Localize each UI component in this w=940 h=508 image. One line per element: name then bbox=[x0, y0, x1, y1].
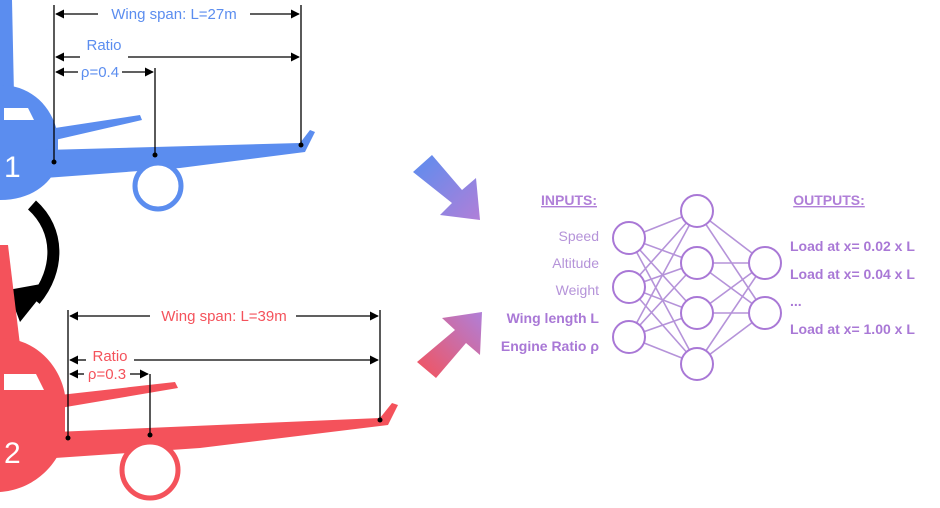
plane-2-engine bbox=[119, 439, 181, 501]
plane-1-to-2-arrowhead bbox=[8, 282, 52, 322]
output-node bbox=[748, 296, 782, 330]
plane-2-span-label: Wing span: L=39m bbox=[161, 308, 287, 325]
network-nodes bbox=[612, 194, 782, 381]
plane-1-silhouette bbox=[0, 0, 315, 200]
output-label-last: Load at x= 1.00 x L bbox=[790, 321, 915, 337]
network-edge bbox=[696, 262, 766, 365]
input-label-weight: Weight bbox=[556, 282, 599, 298]
blue-to-network-arrow bbox=[413, 155, 480, 220]
plane-1-cockpit-window bbox=[4, 108, 34, 120]
plane-1-rho-label: ρ=0.4 bbox=[81, 64, 119, 81]
hidden-node bbox=[680, 246, 714, 280]
plane-1-number: 1 bbox=[4, 151, 21, 184]
input-node bbox=[612, 270, 646, 304]
plane-2: 2 Wing span: L=39m Ratio ρ=0.3 bbox=[0, 245, 398, 501]
plane-1-tail-fin bbox=[0, 0, 14, 110]
network-edge bbox=[628, 210, 698, 338]
plane-1-ratio-label: Ratio bbox=[86, 37, 121, 54]
input-label-altitude: Altitude bbox=[552, 255, 599, 271]
red-to-network-arrow bbox=[417, 312, 482, 378]
plane-1-main-wing bbox=[45, 130, 315, 178]
plane-1-tip-dot bbox=[298, 142, 304, 148]
output-label-2: Load at x= 0.04 x L bbox=[790, 266, 915, 282]
input-node bbox=[612, 221, 646, 255]
plane-1-upper-stabilizer bbox=[55, 115, 142, 140]
network-edges bbox=[628, 210, 766, 365]
inputs-heading: INPUTS: bbox=[541, 192, 597, 208]
output-node bbox=[748, 246, 782, 280]
output-label-ellipsis: ... bbox=[790, 293, 802, 309]
plane-1-root-dot bbox=[51, 159, 57, 165]
input-label-wing-length: Wing length L bbox=[507, 310, 600, 326]
plane-2-upper-stabilizer bbox=[60, 382, 178, 408]
plane-2-engine-dot bbox=[147, 432, 153, 438]
hidden-node bbox=[680, 296, 714, 330]
input-label-engine-ratio: Engine Ratio ρ bbox=[501, 338, 599, 354]
plane-1-engine bbox=[132, 160, 184, 212]
neural-network: INPUTS: OUTPUTS: Speed Altitude Weight W… bbox=[501, 192, 915, 381]
plane-2-main-wing bbox=[55, 403, 398, 458]
plane-2-tail-fin bbox=[0, 245, 20, 360]
plane-2-cockpit-window bbox=[4, 374, 44, 390]
hidden-node bbox=[680, 194, 714, 228]
plane-2-number: 2 bbox=[4, 437, 21, 470]
output-label-1: Load at x= 0.02 x L bbox=[790, 238, 915, 254]
plane-1-engine-dot bbox=[152, 152, 158, 158]
network-edge bbox=[696, 210, 766, 314]
plane-2-rho-label: ρ=0.3 bbox=[88, 366, 126, 383]
input-node bbox=[612, 320, 646, 354]
hidden-node bbox=[680, 347, 714, 381]
plane-1-span-label: Wing span: L=27m bbox=[111, 6, 237, 23]
plane-2-root-dot bbox=[65, 435, 71, 441]
outputs-heading: OUTPUTS: bbox=[793, 192, 865, 208]
plane-2-ratio-label: Ratio bbox=[92, 348, 127, 365]
input-label-speed: Speed bbox=[559, 228, 599, 244]
plane-1: 1 Wing span: L=27m Ratio ρ=0.4 bbox=[0, 0, 315, 212]
plane-2-silhouette bbox=[0, 245, 398, 492]
plane-2-tip-dot bbox=[377, 417, 383, 423]
